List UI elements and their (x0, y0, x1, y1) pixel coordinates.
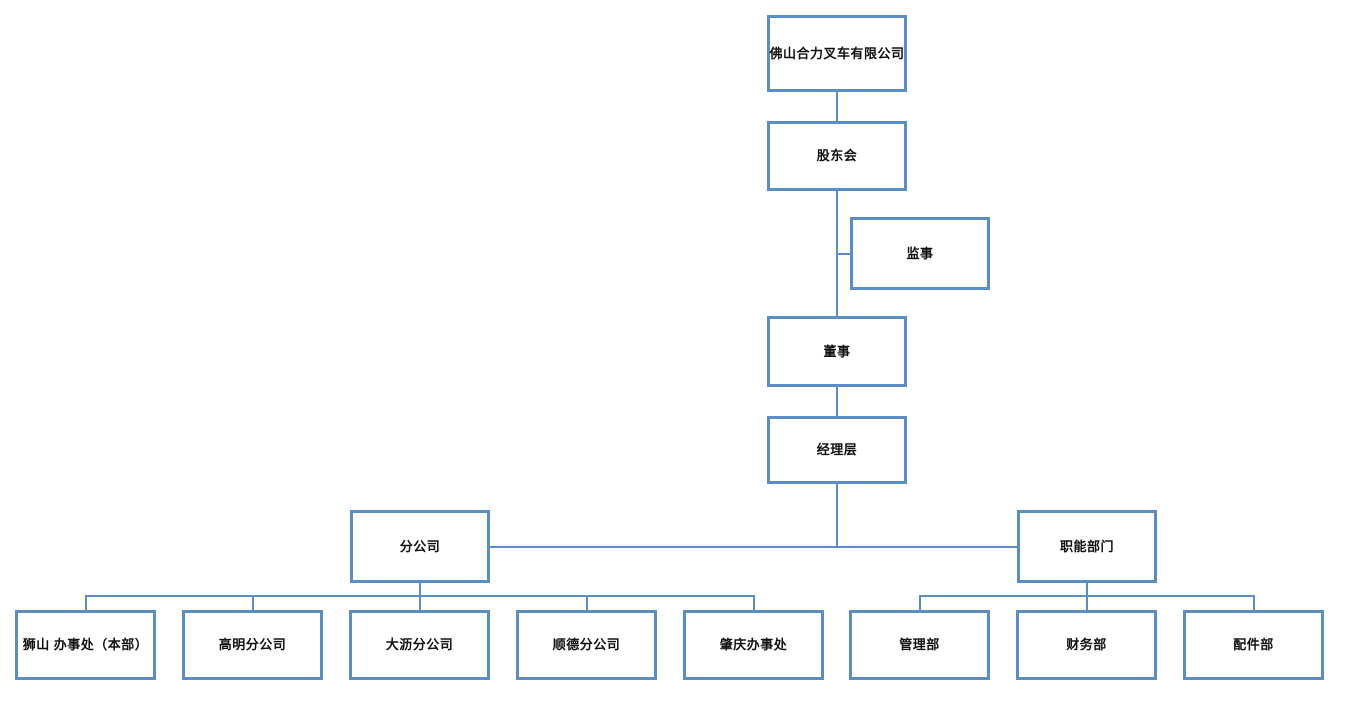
node-branch-company[interactable]: 分公司 (350, 510, 490, 583)
node-shishan-office-label: 狮山 办事处（本部） (22, 637, 149, 653)
node-branch-company-label: 分公司 (399, 538, 441, 554)
node-management-dept[interactable]: 管理部 (849, 610, 990, 680)
node-shareholders-meeting[interactable]: 股东会 (767, 121, 907, 191)
node-company[interactable]: 佛山合力叉车有限公司 (767, 15, 907, 92)
node-supervisor[interactable]: 监事 (850, 217, 990, 290)
node-shareholders-meeting-label: 股东会 (816, 148, 858, 164)
node-zhaoqing-office-label: 肇庆办事处 (719, 637, 788, 653)
node-zhaoqing-office[interactable]: 肇庆办事处 (683, 610, 824, 680)
node-manager-layer[interactable]: 经理层 (767, 416, 907, 484)
node-dali-branch-label: 大沥分公司 (385, 637, 454, 653)
connector-function-drop (1086, 583, 1088, 596)
connector-bus-level5 (490, 546, 1018, 548)
node-manager-layer-label: 经理层 (816, 442, 858, 458)
node-shishan-office[interactable]: 狮山 办事处（本部） (15, 610, 156, 680)
connector-company-to-shareholders (836, 92, 838, 122)
connector-drop-shishan (85, 595, 87, 611)
node-function-department-label: 职能部门 (1059, 538, 1114, 554)
connector-drop-gaoming (252, 595, 254, 611)
node-finance-dept[interactable]: 财务部 (1016, 610, 1157, 680)
connector-director-to-manager (836, 387, 838, 416)
node-director-label: 董事 (823, 343, 851, 359)
connector-drop-dali (419, 595, 421, 611)
connector-branch-drop (419, 583, 421, 596)
node-shunde-branch-label: 顺德分公司 (552, 637, 621, 653)
connector-drop-guanli (919, 595, 921, 611)
node-function-department[interactable]: 职能部门 (1017, 510, 1157, 583)
connector-trunk-to-supervisor (836, 253, 851, 255)
node-dali-branch[interactable]: 大沥分公司 (349, 610, 490, 680)
node-parts-dept[interactable]: 配件部 (1183, 610, 1324, 680)
connector-drop-zhaoqing (753, 595, 755, 611)
connector-drop-shunde (586, 595, 588, 611)
node-director[interactable]: 董事 (767, 316, 907, 387)
node-supervisor-label: 监事 (906, 245, 934, 261)
node-gaoming-branch[interactable]: 高明分公司 (182, 610, 323, 680)
node-company-label: 佛山合力叉车有限公司 (769, 45, 905, 61)
connector-drop-caiwu (1086, 595, 1088, 611)
node-parts-dept-label: 配件部 (1233, 637, 1274, 653)
node-management-dept-label: 管理部 (899, 637, 940, 653)
node-gaoming-branch-label: 高明分公司 (218, 637, 287, 653)
node-finance-dept-label: 财务部 (1066, 637, 1107, 653)
connector-manager-to-bus (836, 484, 838, 547)
connector-drop-peijian (1253, 595, 1255, 611)
node-shunde-branch[interactable]: 顺德分公司 (516, 610, 657, 680)
